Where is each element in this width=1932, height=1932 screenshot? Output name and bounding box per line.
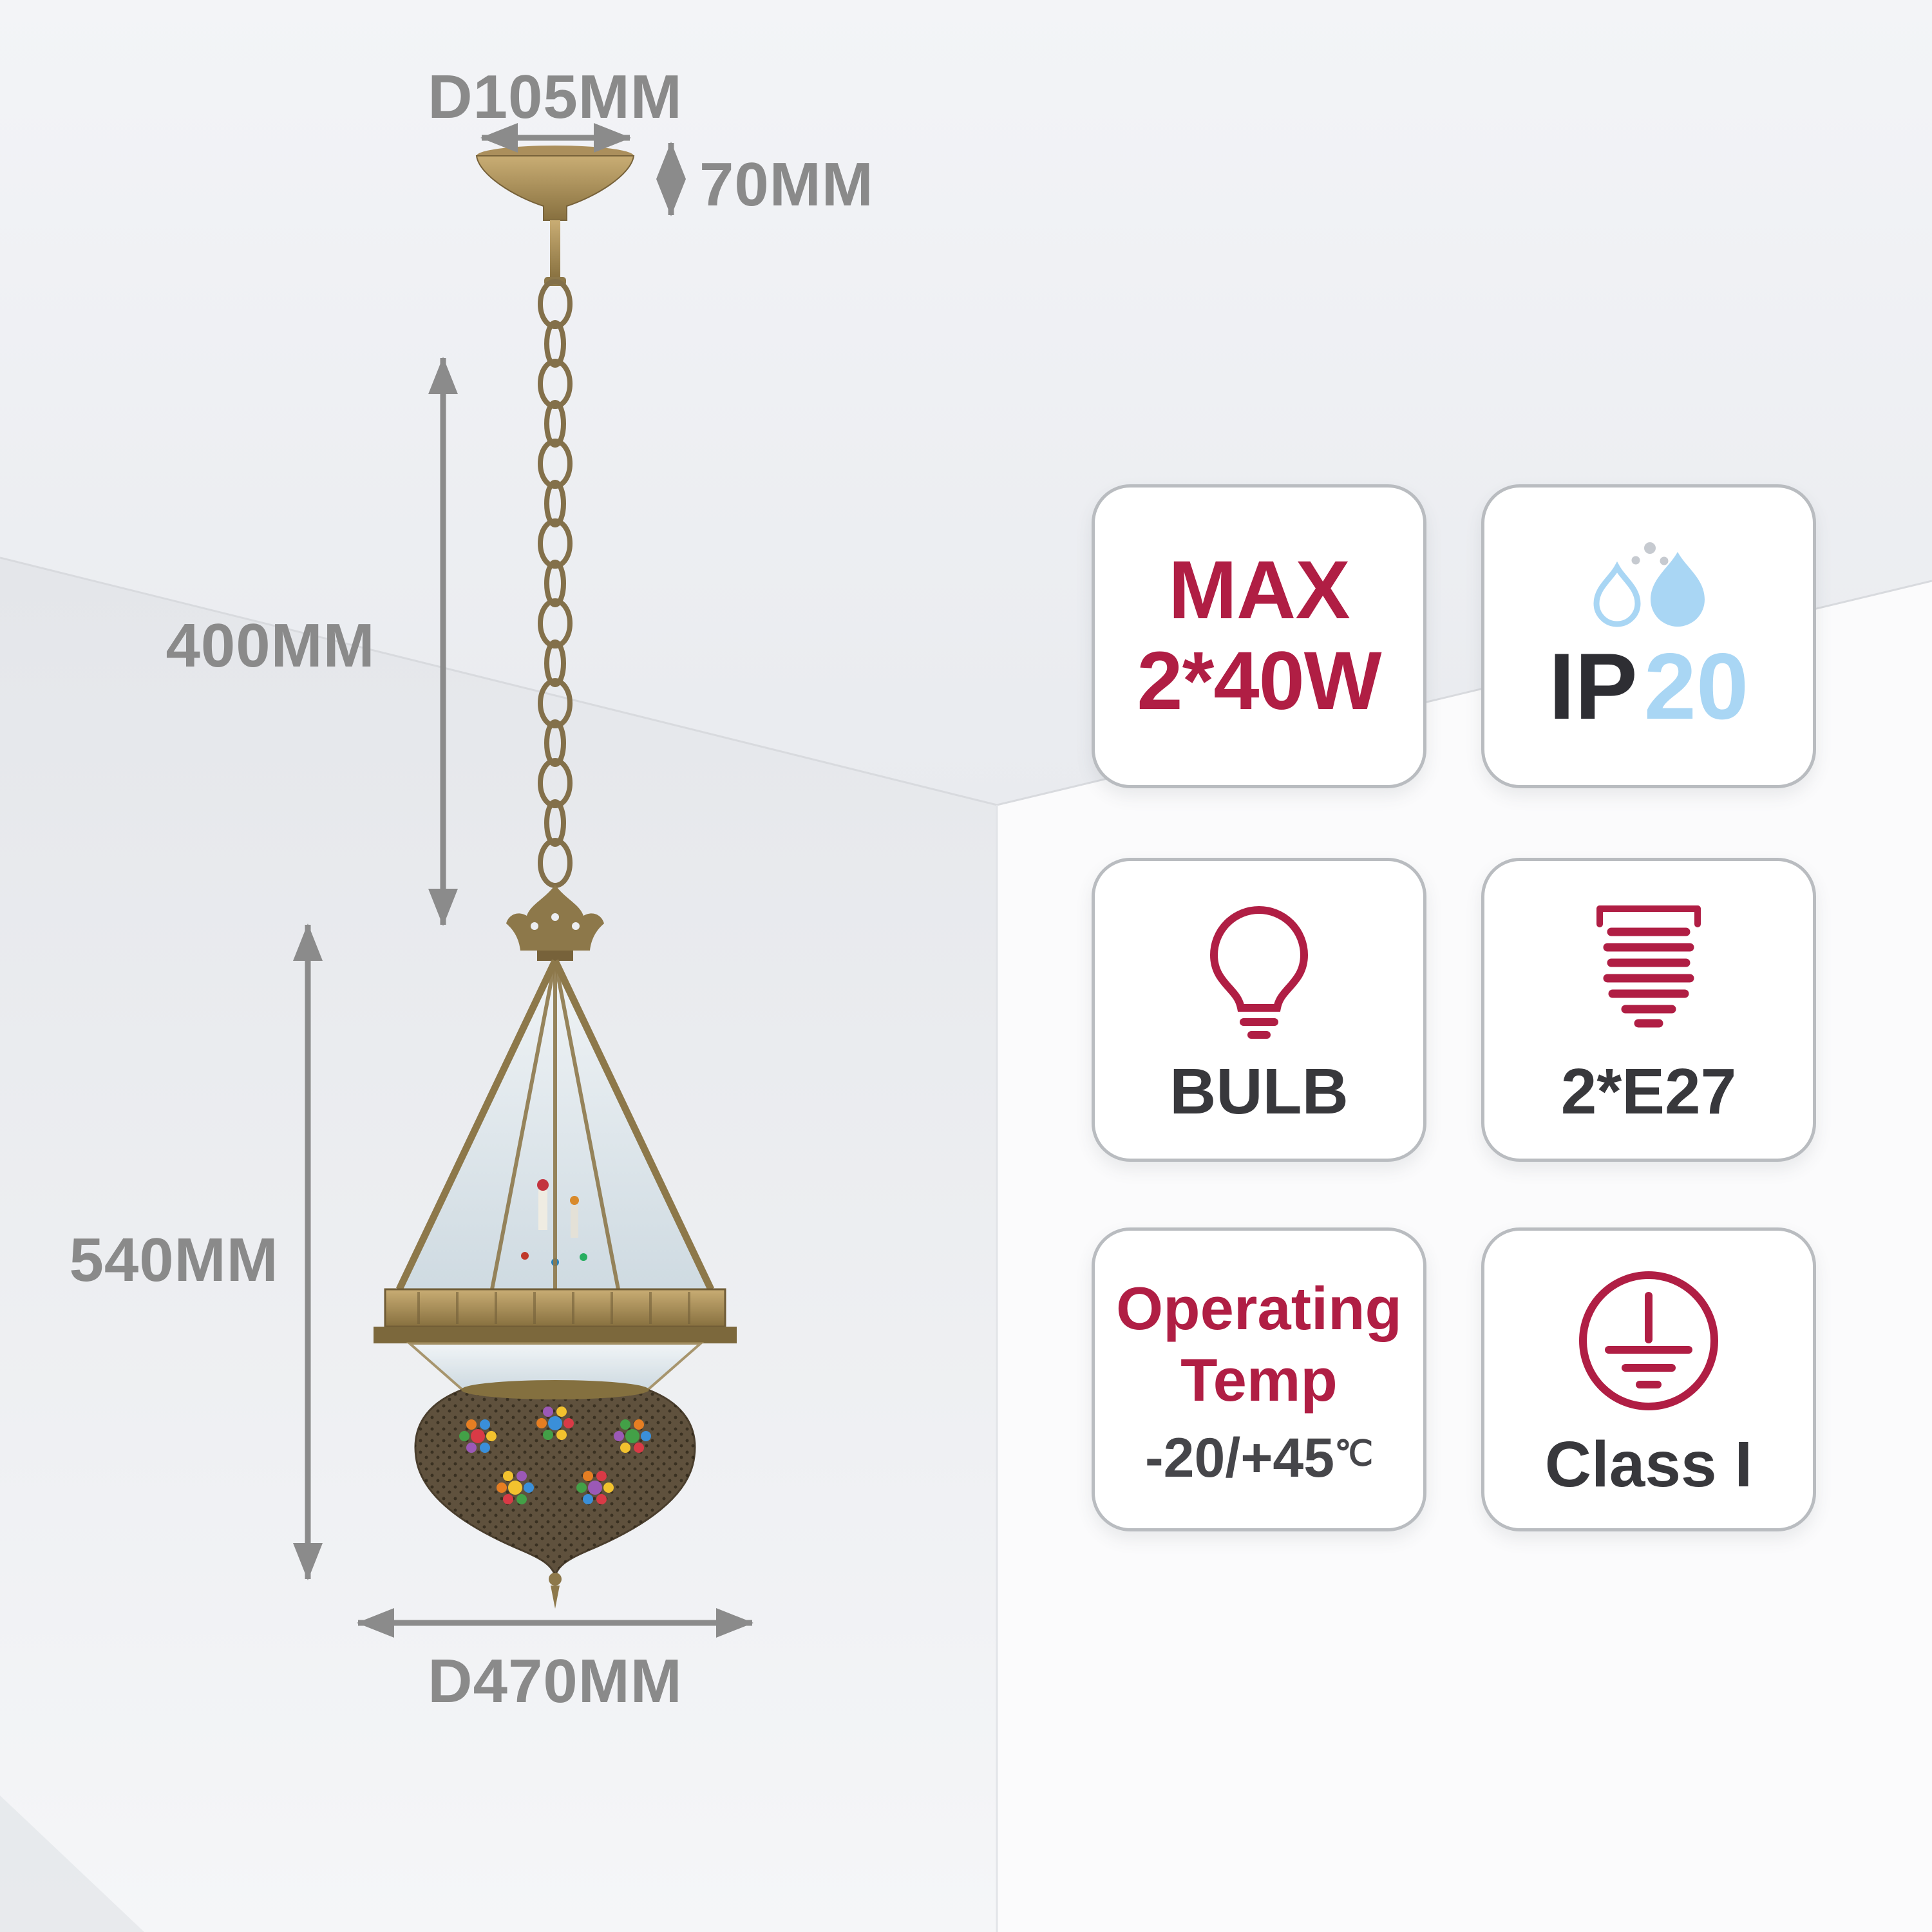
jewel-cluster [459, 1419, 497, 1453]
protection-class-label: Class I [1544, 1428, 1753, 1501]
dimension-label-lamp-diameter: D470MM [428, 1647, 683, 1716]
lamp-glass-cone [396, 959, 714, 1291]
jewel-cluster [576, 1471, 614, 1504]
ip-rating-value: 20 [1643, 634, 1749, 739]
operating-temp-title-line1: Operating [1116, 1274, 1402, 1343]
badge-bulb: BULB [1092, 858, 1426, 1162]
badge-max-power: MAX 2*40W [1092, 484, 1426, 788]
dimension-label-suspension-length: 400MM [166, 611, 375, 680]
e27-socket-icon [1596, 905, 1701, 1028]
ip-rating-text: IP20 [1549, 639, 1748, 734]
badge-ip-rating: IP20 [1481, 484, 1816, 788]
bulb-icon [1209, 905, 1309, 1039]
badge-operating-temp: Operating Temp -20/+45℃ [1092, 1227, 1426, 1531]
badge-protection-class: Class I [1481, 1227, 1816, 1531]
operating-temp-title-line2: Temp [1180, 1346, 1338, 1414]
ip-rating-prefix: IP [1548, 634, 1638, 739]
lamp-filigree-body [414, 1380, 696, 1609]
pendant-lamp [374, 146, 737, 1609]
operating-temp-range: -20/+45 [1145, 1426, 1335, 1489]
lamp-crown [506, 885, 604, 961]
operating-temp-value: -20/+45℃ [1145, 1430, 1373, 1486]
socket-label: 2*E27 [1560, 1056, 1737, 1128]
ceiling-plane [0, 0, 1932, 805]
dimension-label-canopy-height: 70MM [699, 150, 874, 219]
dimension-label-canopy-diameter: D105MM [428, 62, 683, 131]
dimension-label-lamp-height: 540MM [69, 1226, 279, 1294]
lamp-rod [550, 220, 560, 279]
earth-ground-icon [1579, 1271, 1718, 1410]
jewel-cluster [536, 1406, 574, 1440]
jewel-cluster [497, 1471, 534, 1504]
lamp-band [374, 1288, 737, 1391]
bulb-label: BULB [1170, 1056, 1349, 1128]
water-drops-icon [1593, 542, 1705, 627]
floor-corner [0, 1795, 144, 1932]
lamp-chain [538, 279, 573, 888]
lamp-finial [549, 1573, 562, 1609]
operating-temp-unit: ℃ [1334, 1434, 1373, 1473]
jewel-cluster [614, 1419, 651, 1453]
max-power-line1: MAX [1168, 544, 1350, 637]
badge-socket: 2*E27 [1481, 858, 1816, 1162]
dimension-annotations [293, 123, 753, 1638]
max-power-line2: 2*40W [1137, 635, 1381, 727]
